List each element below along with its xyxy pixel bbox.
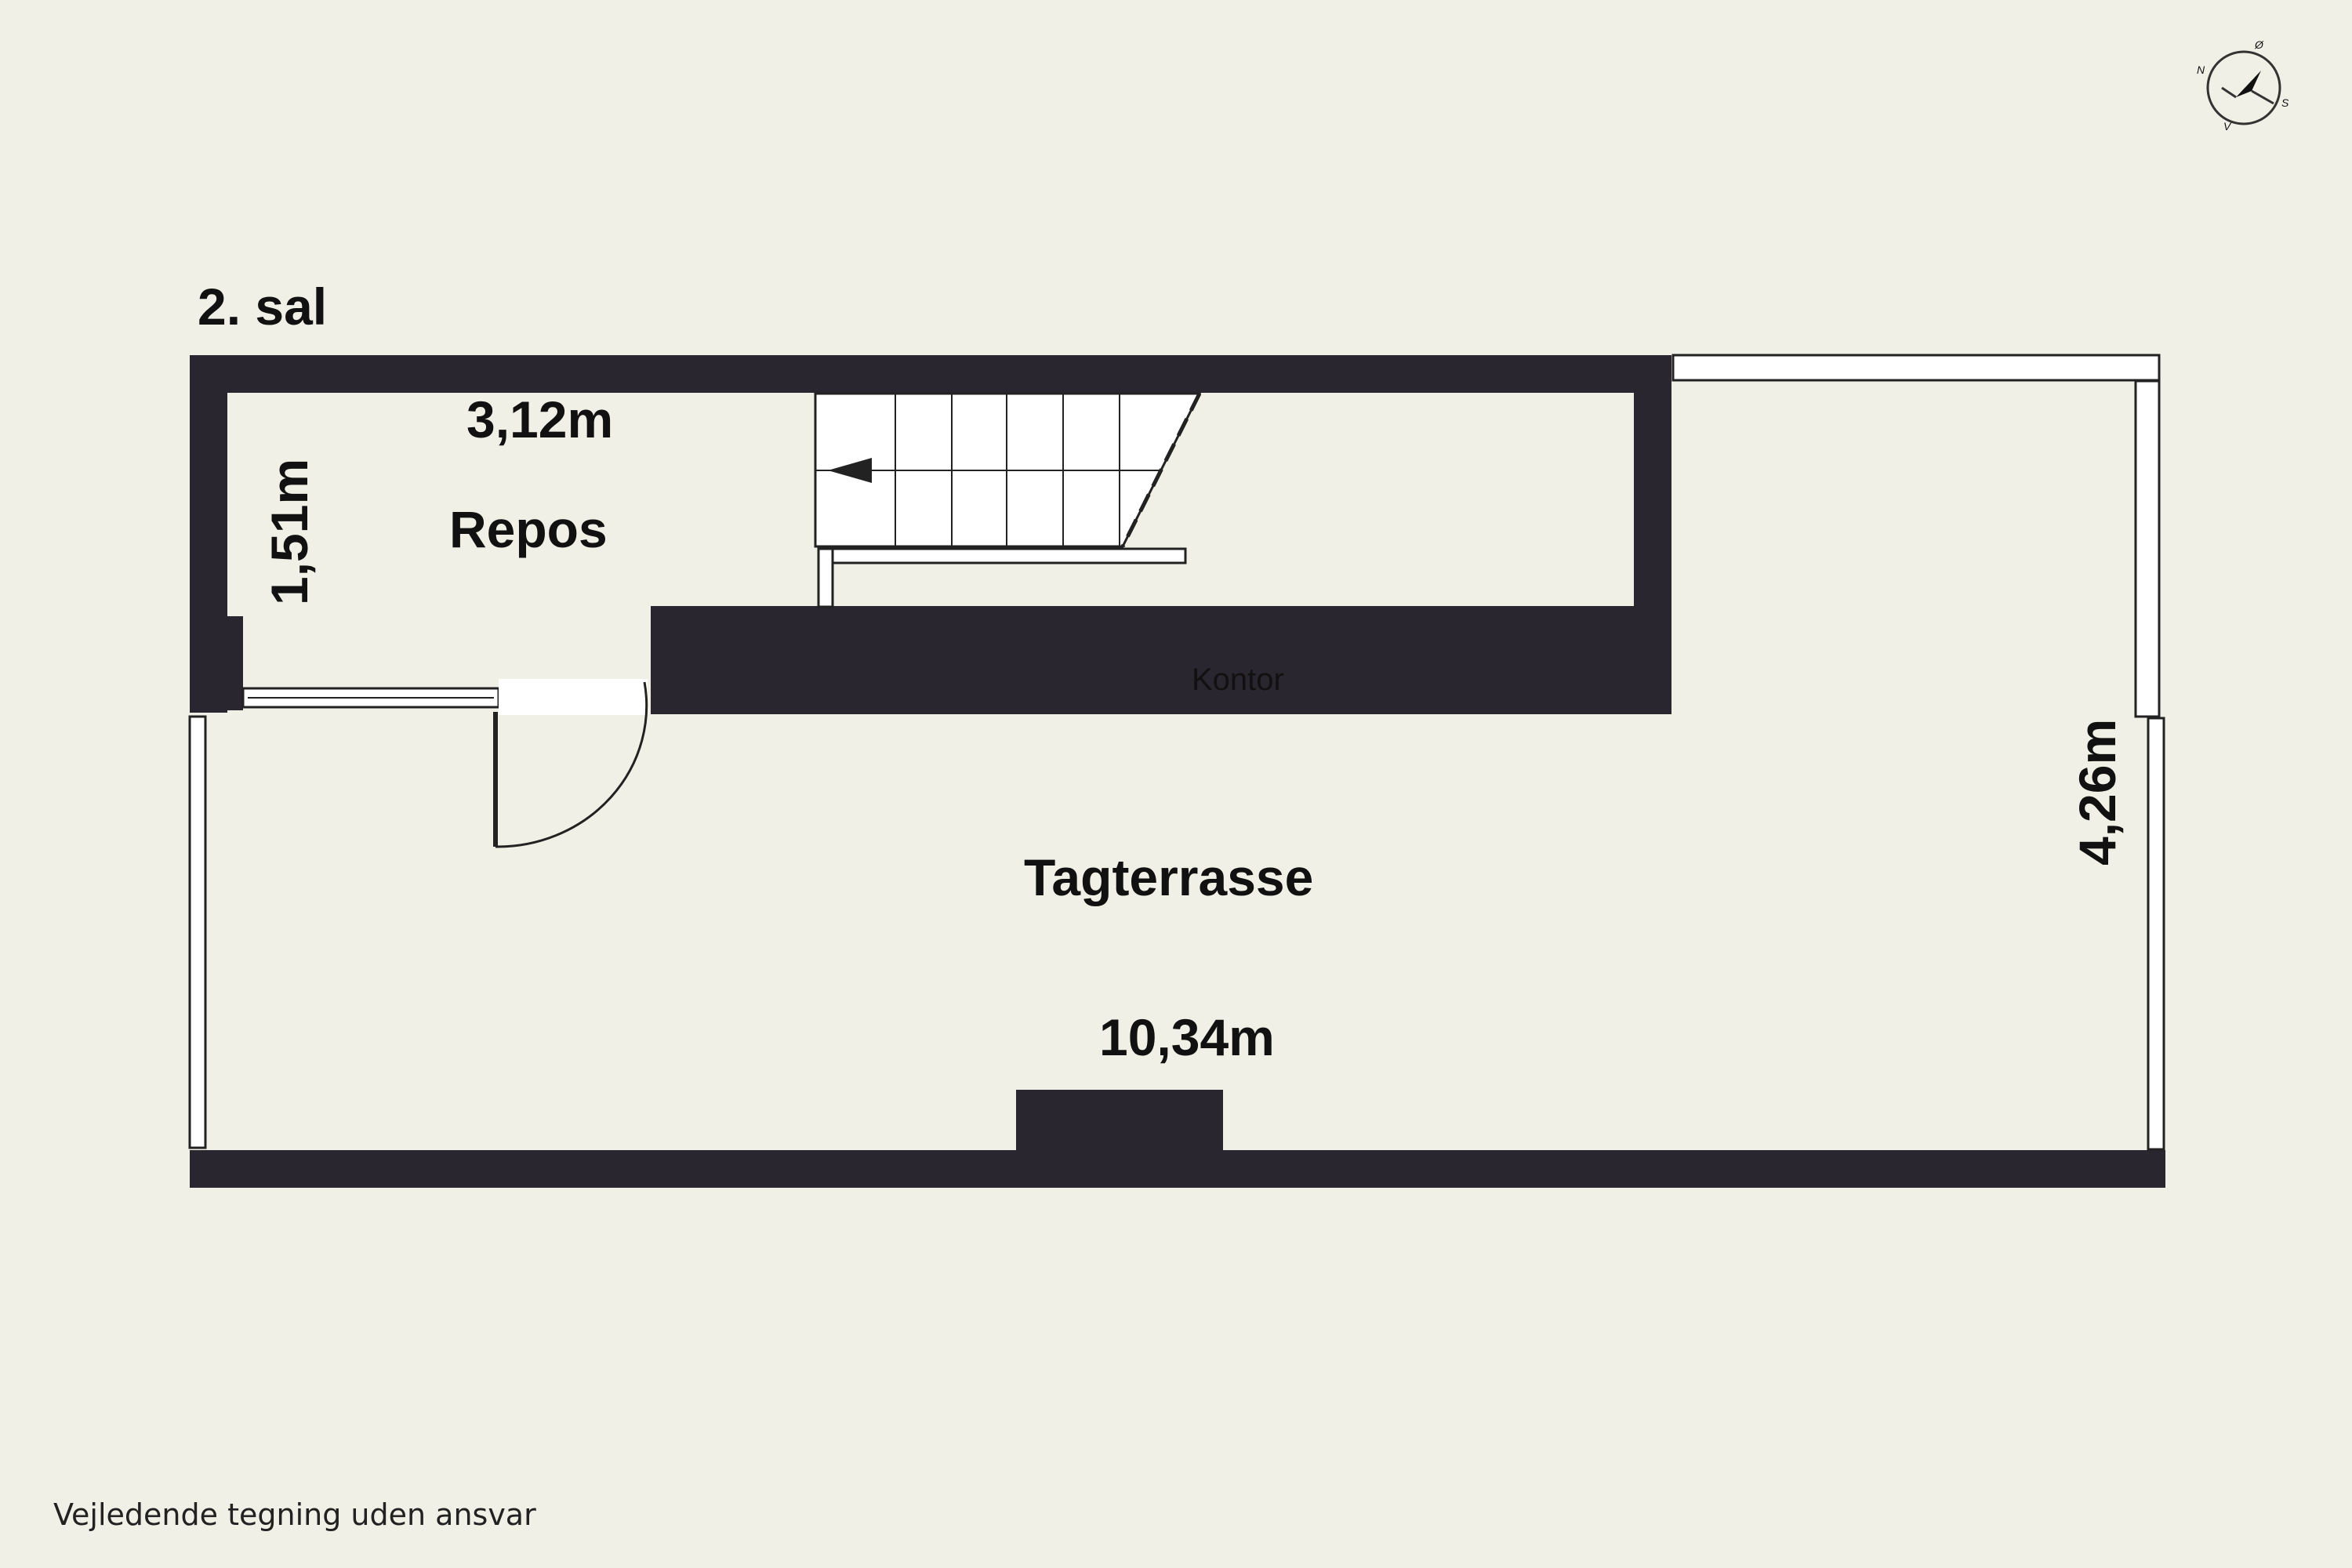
room-label-repos: Repos	[449, 500, 608, 558]
dim-terrace-width: 10,34m	[1099, 1008, 1275, 1066]
dim-repos-width: 3,12m	[466, 390, 613, 448]
kontor-block	[651, 606, 1671, 714]
right-railing-lower	[2147, 717, 2165, 1151]
room-label-tagterrasse: Tagterrasse	[1024, 848, 1313, 906]
repos-left-wall	[190, 355, 227, 713]
floor-label: 2. sal	[198, 278, 327, 336]
door-swing	[493, 681, 648, 848]
bottom-wall	[190, 1150, 2165, 1188]
disclaimer-text: Vejledende tegning uden ansvar	[53, 1497, 536, 1532]
top-wall	[190, 355, 1671, 393]
bottom-wall-bump	[1016, 1090, 1223, 1152]
compass-west: V	[2223, 120, 2232, 132]
repos-floor	[227, 393, 850, 606]
top-railing	[1671, 354, 2161, 382]
compass-south: S	[2281, 96, 2289, 109]
repos-left-jamb	[227, 616, 243, 710]
compass-east: Ø	[2254, 38, 2264, 51]
stair-arrow-icon	[828, 458, 872, 483]
compass-north: N	[2197, 64, 2205, 76]
right-railing-upper	[2134, 379, 2161, 718]
compass-icon: N Ø S V	[2197, 38, 2289, 132]
staircase	[814, 392, 1202, 608]
door-opening	[499, 679, 648, 715]
room-label-kontor: Kontor	[1192, 662, 1284, 697]
dim-repos-depth: 1,51m	[260, 459, 318, 605]
terrace-railings	[188, 354, 2165, 1151]
repos-window	[241, 679, 648, 715]
left-railing	[188, 715, 207, 1149]
dim-terrace-depth: 4,26m	[2068, 719, 2126, 866]
walls	[190, 355, 2165, 1188]
